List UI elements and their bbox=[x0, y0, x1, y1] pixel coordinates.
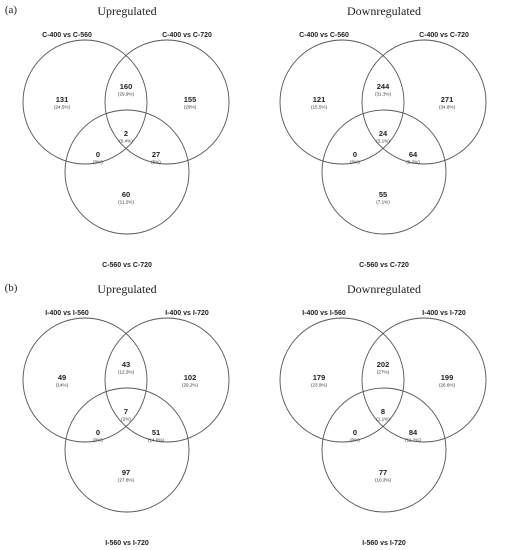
region-percent-ac: (0%) bbox=[93, 438, 103, 443]
region-count-a_only: 179 bbox=[313, 373, 326, 382]
venn-circle-set-2 bbox=[64, 109, 190, 235]
region-count-ab: 244 bbox=[377, 82, 390, 91]
venn-circle-set-2 bbox=[64, 387, 190, 513]
region-count-a_only: 121 bbox=[313, 95, 326, 104]
panel-title: Upregulated bbox=[97, 282, 156, 296]
set-label: I-400 vs I-560 bbox=[45, 310, 89, 317]
region-percent-b_only: (26.6%) bbox=[439, 383, 456, 388]
region-count-ab: 160 bbox=[120, 82, 133, 91]
region-percent-ac: (0%) bbox=[350, 160, 360, 165]
venn-circle-set-1 bbox=[104, 317, 230, 443]
region-count-b_only: 102 bbox=[184, 373, 197, 382]
venn-circle-set-2 bbox=[321, 387, 447, 513]
set-label: C-400 vs C-720 bbox=[419, 32, 469, 39]
set-label: I-560 vs I-720 bbox=[105, 540, 149, 547]
region-percent-ab: (12.3%) bbox=[118, 370, 135, 375]
set-label: C-560 vs C-720 bbox=[102, 262, 152, 269]
region-percent-c_only: (7.1%) bbox=[376, 200, 390, 205]
region-count-b_only: 155 bbox=[184, 95, 197, 104]
region-percent-ab: (27%) bbox=[377, 370, 390, 375]
region-percent-c_only: (11.2%) bbox=[118, 200, 134, 205]
region-percent-abc: (3.1%) bbox=[376, 139, 390, 144]
set-label: I-400 vs I-720 bbox=[422, 310, 466, 317]
region-count-c_only: 60 bbox=[122, 190, 130, 199]
region-percent-abc: (1.1%) bbox=[376, 417, 390, 422]
set-label: I-400 vs I-560 bbox=[302, 310, 346, 317]
region-percent-ab: (29.9%) bbox=[118, 92, 135, 97]
venn-circle-set-1 bbox=[104, 39, 230, 165]
panel-title: Downregulated bbox=[347, 282, 421, 296]
set-label: C-560 vs C-720 bbox=[359, 262, 409, 269]
region-count-abc: 2 bbox=[124, 129, 128, 138]
region-percent-c_only: (27.8%) bbox=[118, 478, 135, 483]
region-count-abc: 7 bbox=[124, 407, 128, 416]
region-count-ac: 0 bbox=[96, 150, 100, 159]
region-percent-a_only: (24.5%) bbox=[54, 105, 71, 110]
region-count-a_only: 49 bbox=[58, 373, 66, 382]
panel-letter: (b) bbox=[5, 282, 18, 294]
set-label: I-560 vs I-720 bbox=[362, 540, 406, 547]
region-count-bc: 27 bbox=[152, 150, 160, 159]
region-count-bc: 51 bbox=[152, 428, 160, 437]
venn-circle-set-0 bbox=[22, 39, 148, 165]
region-count-c_only: 77 bbox=[379, 468, 387, 477]
set-label: C-400 vs C-560 bbox=[42, 32, 92, 39]
region-count-abc: 24 bbox=[379, 129, 388, 138]
region-percent-b_only: (29.2%) bbox=[182, 383, 199, 388]
region-count-b_only: 199 bbox=[441, 373, 454, 382]
set-label: I-400 vs I-720 bbox=[165, 310, 209, 317]
region-percent-ac: (0%) bbox=[93, 160, 103, 165]
region-count-bc: 84 bbox=[409, 428, 418, 437]
region-percent-bc: (8.2%) bbox=[406, 160, 420, 165]
region-percent-c_only: (10.3%) bbox=[375, 478, 392, 483]
region-count-ac: 0 bbox=[353, 150, 357, 159]
panel-letter: (a) bbox=[5, 4, 18, 16]
region-percent-a_only: (14%) bbox=[56, 383, 69, 388]
region-percent-a_only: (15.5%) bbox=[311, 105, 328, 110]
region-count-ac: 0 bbox=[353, 428, 357, 437]
region-count-abc: 8 bbox=[381, 407, 385, 416]
region-count-ab: 202 bbox=[377, 360, 390, 369]
region-count-bc: 64 bbox=[409, 150, 418, 159]
region-percent-bc: (14.6%) bbox=[148, 438, 165, 443]
venn-circle-set-2 bbox=[321, 109, 447, 235]
region-percent-b_only: (29%) bbox=[184, 105, 197, 110]
region-count-c_only: 55 bbox=[379, 190, 387, 199]
venn-circle-set-0 bbox=[22, 317, 148, 443]
region-percent-ab: (31.3%) bbox=[375, 92, 392, 97]
panel-title: Upregulated bbox=[97, 4, 156, 18]
region-count-ab: 43 bbox=[122, 360, 130, 369]
panel-title: Downregulated bbox=[347, 4, 421, 18]
set-label: C-400 vs C-720 bbox=[162, 32, 212, 39]
region-count-a_only: 131 bbox=[56, 95, 69, 104]
region-count-b_only: 271 bbox=[441, 95, 454, 104]
region-percent-bc: (11.2%) bbox=[405, 438, 421, 443]
set-label: C-400 vs C-560 bbox=[299, 32, 349, 39]
region-percent-bc: (5%) bbox=[151, 160, 161, 165]
venn-circle-set-0 bbox=[279, 39, 405, 165]
venn-circle-set-0 bbox=[279, 317, 405, 443]
region-percent-a_only: (23.9%) bbox=[311, 383, 328, 388]
region-percent-abc: (2%) bbox=[121, 417, 131, 422]
region-percent-ac: (0%) bbox=[350, 438, 360, 443]
venn-circle-set-1 bbox=[361, 317, 487, 443]
region-percent-abc: (0.4%) bbox=[119, 139, 133, 144]
region-count-c_only: 97 bbox=[122, 468, 130, 477]
region-percent-b_only: (34.8%) bbox=[439, 105, 456, 110]
venn-circle-set-1 bbox=[361, 39, 487, 165]
region-count-ac: 0 bbox=[96, 428, 100, 437]
